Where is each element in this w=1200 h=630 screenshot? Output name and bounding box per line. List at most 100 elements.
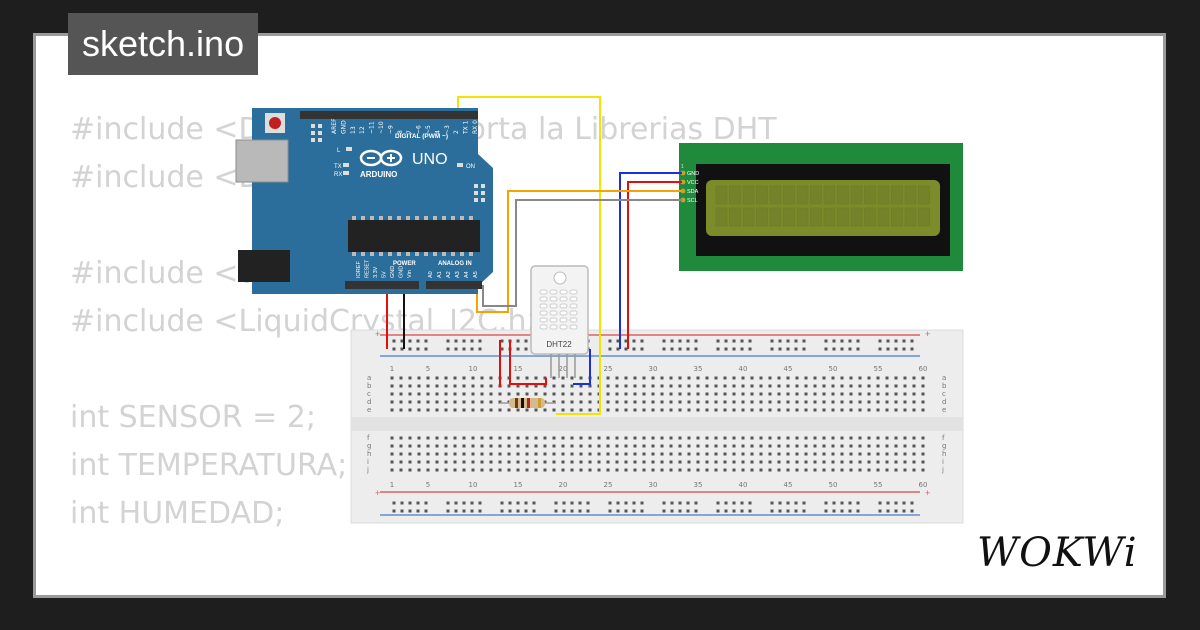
- wire-blue-gnd[interactable]: [619, 172, 682, 349]
- row-letter: f: [942, 434, 945, 442]
- led-label: TX: [334, 164, 342, 170]
- code-line: int TEMPERATURA;: [70, 448, 348, 483]
- wire-gray-scl[interactable]: [482, 199, 682, 307]
- lcd-char-cell: [891, 185, 903, 205]
- lcd-char-cell: [769, 207, 782, 227]
- led-label: ON: [466, 164, 475, 170]
- led-label: L: [337, 148, 341, 154]
- led-indicator: [343, 171, 349, 175]
- wokwi-logo-text: WOKWi: [977, 530, 1138, 576]
- power-pin-label: Vin: [407, 270, 413, 278]
- lcd-char-cell: [877, 207, 890, 227]
- lcd-char-cell: [810, 185, 822, 205]
- reset-button[interactable]: [269, 117, 281, 129]
- analog-pin-label: A0: [428, 271, 434, 278]
- resistor[interactable]: [500, 398, 556, 408]
- icsp-pin: [474, 198, 478, 202]
- row-letter: d: [367, 398, 371, 406]
- lcd-char-cell: [729, 185, 741, 205]
- lcd-char-cell: [864, 185, 876, 205]
- digital-header-label: DIGITAL (PWM ~): [395, 133, 448, 140]
- analog-pin-label: A1: [437, 271, 443, 278]
- chip-pin: [379, 252, 383, 256]
- wire-red-rail-b[interactable]: [509, 340, 547, 385]
- lcd-pin-label: VCC: [687, 180, 699, 186]
- sketch-filename-tab[interactable]: sketch.ino: [68, 13, 259, 75]
- digital-pin-label: 7: [406, 130, 413, 134]
- wire-blue-rail[interactable]: [573, 349, 591, 385]
- dht-vent-slot: [539, 296, 548, 302]
- wokwi-logo: WOKWi: [977, 530, 1138, 576]
- icsp-pin: [311, 138, 315, 142]
- column-number: 50: [829, 481, 838, 489]
- wire-orange-sda[interactable]: [476, 190, 682, 313]
- lcd-char-cell: [837, 207, 849, 227]
- column-number: 20: [559, 481, 568, 489]
- chip-pin: [433, 216, 437, 220]
- digital-pin-label: AREF: [331, 118, 338, 134]
- analog-pin-label: A3: [455, 271, 461, 278]
- lcd-char-cell: [904, 207, 917, 227]
- rail-plus-symbol: +: [375, 488, 380, 498]
- dht-vent-slot: [549, 310, 558, 316]
- lcd-pin: [680, 179, 686, 185]
- wire-yellow-data[interactable]: [457, 96, 601, 415]
- chip-pin: [415, 216, 419, 220]
- digital-pin-label: RX 0: [472, 120, 479, 134]
- digital-header-right: [408, 111, 478, 119]
- led-indicator: [457, 163, 463, 167]
- digital-pin-label: TX 1: [463, 120, 470, 135]
- column-number: 55: [874, 365, 883, 373]
- dht-vent-slot: [539, 303, 548, 309]
- column-number: 5: [426, 481, 430, 489]
- chip-pin: [397, 252, 401, 256]
- digital-pin-label: ~10: [378, 121, 385, 134]
- power-pin-label: GND: [399, 266, 405, 278]
- dht22-sensor[interactable]: DHT22: [530, 265, 589, 378]
- lcd-char-cell: [742, 185, 755, 205]
- lcd-char-cell: [850, 207, 863, 227]
- wire-red-vcc[interactable]: [627, 181, 682, 349]
- digital-pin-label: 13: [350, 126, 357, 134]
- chip-pin: [451, 252, 455, 256]
- dht-vent-slot: [539, 324, 548, 330]
- dht-vent-slot: [549, 296, 558, 302]
- column-number: 10: [469, 365, 478, 373]
- dht-vent-slot: [569, 296, 578, 302]
- dht-vent-slot: [559, 317, 568, 323]
- analog-header: [426, 281, 482, 289]
- lcd-char-cell: [783, 185, 795, 205]
- row-letter: f: [367, 434, 370, 442]
- lcd-pin-label: GND: [687, 171, 699, 177]
- analog-pin-label: A2: [446, 271, 452, 278]
- dht-vent-slot: [549, 289, 558, 295]
- column-number: 1: [390, 365, 394, 373]
- row-letter: c: [942, 390, 946, 398]
- breadboard-center-channel: [351, 417, 963, 431]
- power-jack: [238, 250, 290, 282]
- rail-plus-symbol: +: [925, 329, 930, 339]
- chip-pin: [460, 216, 464, 220]
- column-number: 30: [649, 365, 658, 373]
- digital-pin-label: ~6: [416, 125, 423, 134]
- dht-vent-slot: [559, 303, 568, 309]
- dht-vent-slot: [559, 310, 568, 316]
- dht-vent-slot: [569, 289, 578, 295]
- column-number: 15: [514, 365, 523, 373]
- dht22-label: DHT22: [546, 340, 572, 349]
- digital-pin-label: 12: [359, 126, 366, 134]
- breadboard[interactable]: + + + + 11551010151520202525303035354040…: [350, 329, 964, 524]
- digital-pin-label: 4: [434, 130, 441, 134]
- digital-pin-label: 8: [397, 130, 404, 134]
- icsp-pin: [481, 184, 485, 188]
- dht-vent-slot: [569, 310, 578, 316]
- icsp-pin: [311, 124, 315, 128]
- led-label: RX: [334, 172, 342, 178]
- power-header: [345, 281, 419, 289]
- column-number: 60: [919, 365, 928, 373]
- column-number: 25: [604, 365, 613, 373]
- lcd-char-cell: [742, 207, 755, 227]
- icsp-pin: [311, 131, 315, 135]
